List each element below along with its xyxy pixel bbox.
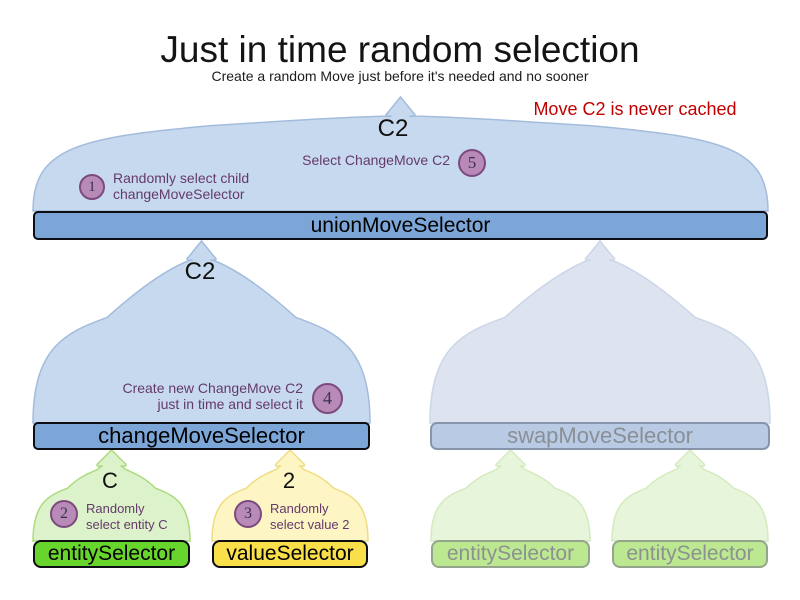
faded-entity-selector-left-bar: entitySelector (431, 540, 590, 568)
faded-entity-right-funnel-arrow-shape (611, 448, 769, 542)
step-2-note-line2: select entity C (86, 517, 168, 532)
step-1-note: Randomly select child changeMoveSelector (113, 170, 249, 202)
faded-entity-left-funnel-arrow-shape (430, 448, 591, 542)
step-4-note-line2: just in time and select it (157, 395, 303, 412)
step-3-note: Randomly select value 2 (270, 501, 350, 533)
entity-selector-bar: entitySelector (33, 540, 190, 568)
step-4-note-line1: Create new ChangeMove C2 (122, 380, 303, 396)
page-title: Just in time random selection (160, 29, 640, 70)
step-1-note-line2: changeMoveSelector (113, 186, 245, 202)
step-4-badge: 4 (312, 383, 343, 414)
union-output-label: C2 (377, 115, 409, 142)
page-subtitle: Create a random Move just before it's ne… (211, 68, 589, 84)
swap-move-selector-bar: swapMoveSelector (430, 422, 770, 450)
change-funnel-arrow-shape (32, 239, 371, 424)
change-move-selector-bar: changeMoveSelector (33, 422, 370, 450)
value-output-label: 2 (282, 468, 296, 493)
step-3-note-line2: select value 2 (270, 517, 350, 532)
step-5-badge: 5 (458, 149, 486, 177)
change-output-label: C2 (184, 258, 216, 285)
entity-output-label: C (102, 468, 118, 493)
never-cached-annotation: Move C2 is never cached (533, 99, 737, 119)
step-2-note: Randomly select entity C (86, 501, 168, 533)
step-2-note-line1: Randomly (86, 501, 145, 516)
union-funnel-arrow-shape (32, 95, 769, 212)
step-2-badge: 2 (50, 500, 78, 528)
step-3-note-line1: Randomly (270, 501, 329, 516)
step-4-note: Create new ChangeMove C2 just in time an… (100, 380, 303, 412)
swap-funnel-arrow-shape (429, 239, 771, 424)
step-1-badge: 1 (79, 174, 105, 200)
step-3-badge: 3 (234, 500, 262, 528)
union-move-selector-bar: unionMoveSelector (33, 211, 768, 240)
value-selector-bar: valueSelector (212, 540, 368, 568)
faded-entity-selector-right-bar: entitySelector (612, 540, 768, 568)
step-5-note: Select ChangeMove C2 (302, 152, 450, 168)
step-1-note-line1: Randomly select child (113, 170, 250, 186)
